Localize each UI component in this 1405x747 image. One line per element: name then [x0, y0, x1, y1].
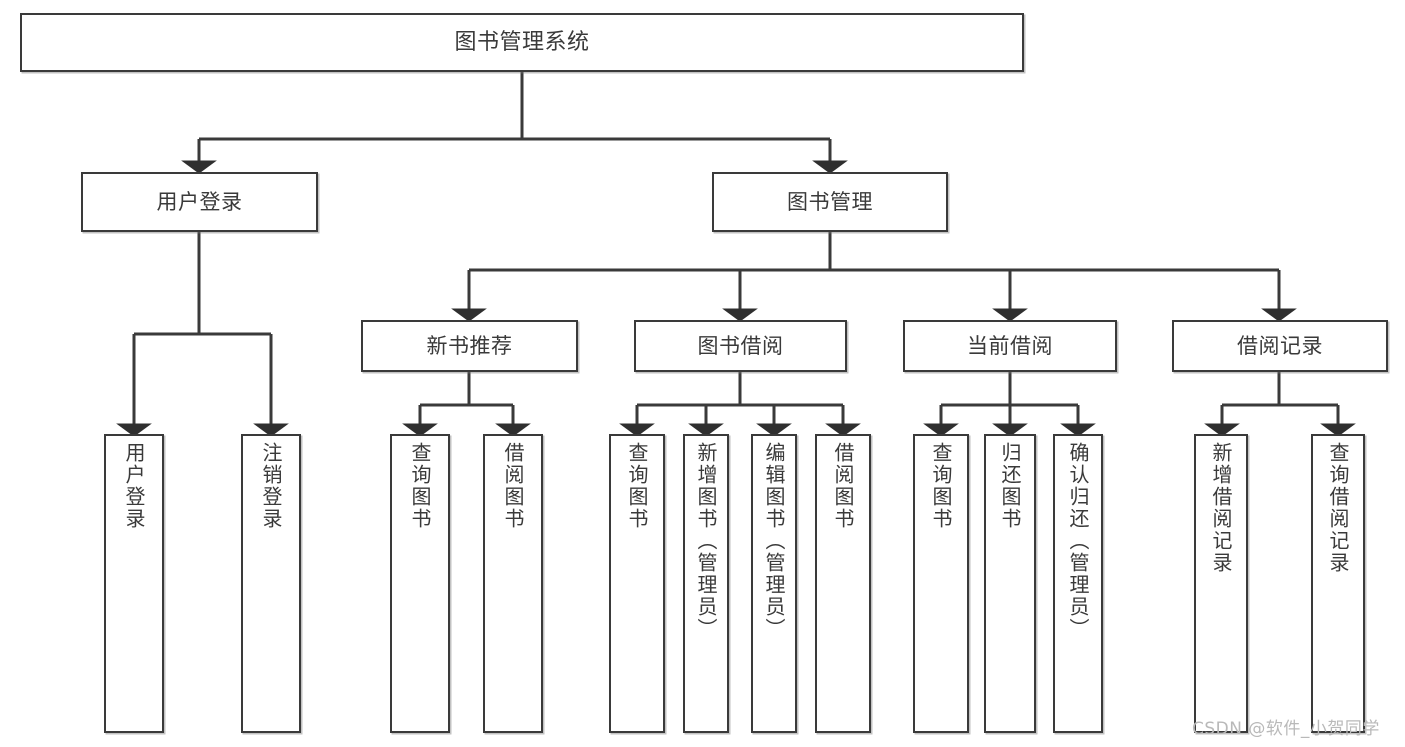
node-label: 当前借阅 — [967, 333, 1053, 358]
node-label: 编辑图书（管理员） — [762, 442, 786, 640]
node-label: 注销登录 — [259, 442, 283, 530]
leaf-query-book-borrow[interactable]: 查询图书 — [609, 434, 665, 733]
leaf-borrow-book[interactable]: 借阅图书 — [815, 434, 871, 733]
leaf-query-borrow-record[interactable]: 查询借阅记录 — [1311, 434, 1365, 733]
node-label: 用户登录 — [156, 189, 243, 214]
leaf-query-book-current[interactable]: 查询图书 — [913, 434, 969, 733]
node-label: 借阅图书 — [501, 442, 525, 530]
node-label: 新书推荐 — [426, 333, 513, 358]
leaf-confirm-return-admin[interactable]: 确认归还（管理员） — [1053, 434, 1103, 733]
leaf-borrow-book-recommend[interactable]: 借阅图书 — [483, 434, 543, 733]
csdn-watermark: CSDN @软件_小贺同学 — [1192, 719, 1380, 739]
leaf-user-login[interactable]: 用户登录 — [104, 434, 164, 733]
leaf-edit-book-admin[interactable]: 编辑图书（管理员） — [751, 434, 797, 733]
leaf-query-book-recommend[interactable]: 查询图书 — [390, 434, 450, 733]
node-label: 查询借阅记录 — [1326, 442, 1350, 574]
node-label: 图书管理系统 — [454, 29, 590, 55]
node-label: 借阅图书 — [831, 442, 855, 530]
node-book-management[interactable]: 图书管理 — [712, 172, 948, 232]
node-label: 图书借阅 — [697, 333, 784, 358]
node-label: 查询图书 — [625, 442, 649, 530]
node-label: 确认归还（管理员） — [1066, 442, 1090, 640]
leaf-add-borrow-record[interactable]: 新增借阅记录 — [1194, 434, 1248, 733]
node-label: 用户登录 — [122, 442, 146, 530]
leaf-add-book-admin[interactable]: 新增图书（管理员） — [683, 434, 729, 733]
node-borrow-records[interactable]: 借阅记录 — [1172, 320, 1388, 372]
node-label: 归还图书 — [998, 442, 1022, 530]
node-current-borrow[interactable]: 当前借阅 — [903, 320, 1117, 372]
node-label: 新增借阅记录 — [1209, 442, 1233, 574]
node-label: 查询图书 — [408, 442, 432, 530]
node-label: 新增图书（管理员） — [694, 442, 718, 640]
node-book-borrow[interactable]: 图书借阅 — [634, 320, 847, 372]
node-label: 图书管理 — [787, 189, 873, 214]
node-root-system[interactable]: 图书管理系统 — [20, 13, 1024, 72]
node-user-login[interactable]: 用户登录 — [81, 172, 318, 232]
node-new-book-recommend[interactable]: 新书推荐 — [361, 320, 578, 372]
node-label: 查询图书 — [929, 442, 953, 530]
leaf-logout[interactable]: 注销登录 — [241, 434, 301, 733]
node-label: 借阅记录 — [1237, 333, 1323, 358]
leaf-return-book[interactable]: 归还图书 — [984, 434, 1036, 733]
